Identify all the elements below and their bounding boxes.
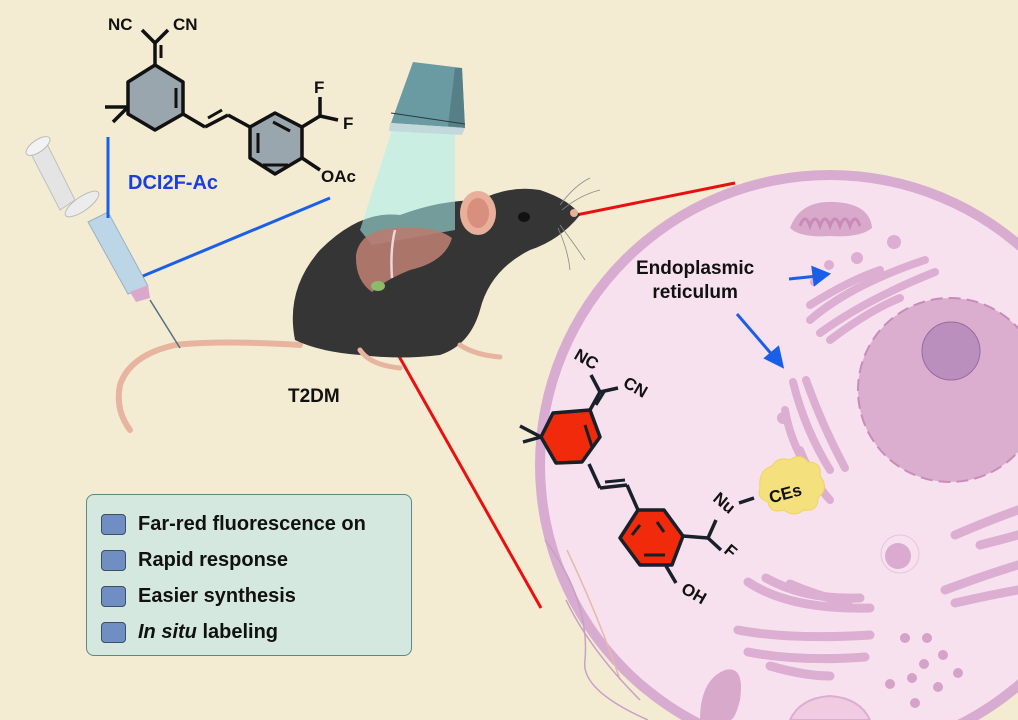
feature-text: Rapid response (138, 548, 289, 571)
mouse-eye (518, 212, 530, 222)
feature-checkbox-icon (101, 549, 126, 571)
probe-name-label: DCI2F-Ac (128, 172, 219, 194)
mouse-whiskers (557, 177, 601, 271)
liver (355, 227, 452, 292)
probe-structure (105, 28, 339, 176)
feature-text: Far-red fluorescence on (138, 512, 366, 535)
golgi-apparatus (733, 573, 875, 681)
syringe-icon (25, 136, 181, 349)
lysosome (788, 694, 872, 720)
feature-item: Rapid response (101, 547, 288, 573)
features-panel: Far-red fluorescence on Rapid response E… (86, 494, 412, 656)
vesicle (885, 543, 911, 569)
probe-ring-left (126, 63, 185, 132)
mouse-nose (570, 209, 578, 217)
light-beam (360, 130, 455, 245)
probe-atom-oac: OAc (321, 167, 356, 186)
connector-line-diagonal (142, 196, 331, 278)
mouse-illustration (115, 130, 601, 433)
product-structure (519, 374, 755, 584)
nucleolus (921, 321, 981, 381)
feature-item: In situ labeling (101, 619, 278, 645)
er-arrows (735, 265, 832, 369)
organelle-label-line2: reticulum (652, 282, 738, 303)
probe-atom-f-right: F (343, 114, 353, 133)
probe-atom-cn: CN (173, 15, 198, 34)
feature-checkbox-icon (101, 513, 126, 535)
probe-atom-f-top: F (314, 78, 324, 97)
vesicle-outer (880, 534, 920, 574)
lamp-icon (389, 62, 466, 135)
feature-item: Far-red fluorescence on (101, 511, 366, 537)
product-ring-right (618, 508, 685, 567)
feature-text: In situ labeling (138, 621, 278, 644)
probe-atom-nc: NC (108, 15, 133, 34)
mitochondrion-top (790, 201, 872, 237)
cell (535, 170, 1018, 720)
feature-text: Easier synthesis (138, 584, 296, 607)
feature-text-italic: In situ (138, 620, 197, 643)
gallbladder (371, 281, 385, 291)
cytoskeleton-filaments (544, 539, 649, 720)
feature-text-rest: labeling (196, 620, 279, 643)
endoplasmic-reticulum-right (940, 505, 1018, 608)
mitochondrion-bottom (700, 669, 741, 720)
ribosome-dots (885, 633, 963, 708)
feature-item: Easier synthesis (101, 583, 296, 609)
feature-checkbox-icon (101, 621, 126, 643)
ces-target: CEs (758, 456, 825, 515)
organelle-label-line1: Endoplasmic (636, 258, 755, 279)
endoplasmic-reticulum-upper (806, 235, 939, 344)
mouse-tail (115, 339, 303, 433)
feature-checkbox-icon (101, 585, 126, 607)
organelle-label: Endoplasmic reticulum (636, 257, 754, 305)
model-label: T2DM (288, 386, 340, 407)
er-arrow-2 (735, 313, 776, 358)
